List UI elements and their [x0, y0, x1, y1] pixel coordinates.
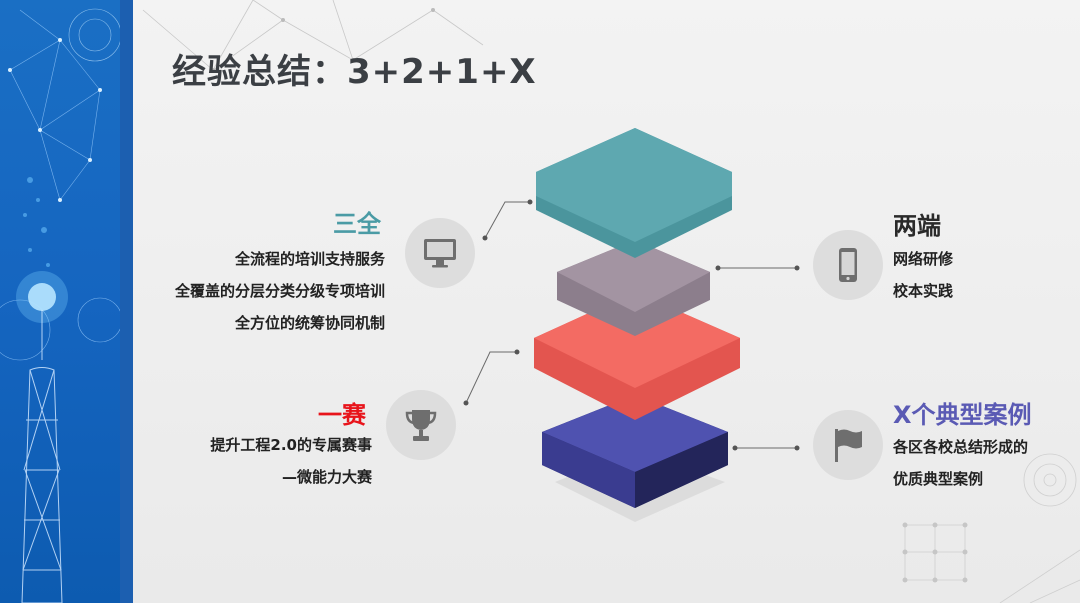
flag-icon-circle: [813, 410, 883, 480]
flag-icon: [835, 429, 862, 462]
left-top-line-3: 全方位的统筹协同机制: [234, 314, 385, 332]
heading-liang-duan: 两端: [893, 212, 941, 240]
monitor-icon-circle: [405, 218, 475, 288]
stack-shadow: [555, 450, 725, 522]
layer-stack: [534, 128, 740, 522]
left-bottom-line-2: —微能力大赛: [281, 468, 372, 486]
layer-gray: [557, 240, 710, 336]
heading-yi-sai: 一赛: [318, 401, 366, 429]
left-top-line-2: 全覆盖的分层分类分级专项培训: [174, 282, 385, 300]
right-bottom-line-1: 各区各校总结形成的: [893, 438, 1029, 456]
heading-x-cases: X个典型案例: [893, 401, 1032, 429]
smartphone-icon-circle: [813, 230, 883, 300]
left-bottom-line-1: 提升工程2.0的专属赛事: [210, 436, 372, 454]
monitor-icon: [424, 239, 456, 268]
left-decor-strip: [120, 0, 133, 603]
smartphone-icon: [839, 248, 857, 282]
page-title: 经验总结：3+2+1+X: [172, 52, 537, 92]
right-top-line-2: 校本实践: [893, 282, 954, 300]
left-top-line-1: 全流程的培训支持服务: [234, 250, 385, 268]
heading-san-quan: 三全: [333, 210, 381, 238]
layer-navy: [542, 395, 728, 508]
right-bottom-line-2: 优质典型案例: [893, 470, 984, 488]
layer-teal: [536, 128, 732, 258]
left-decor-band: [0, 0, 133, 603]
trophy-icon-circle: [386, 390, 456, 460]
network-decor: [0, 8, 123, 603]
right-top-line-1: 网络研修: [893, 250, 954, 268]
layer-coral: [534, 292, 740, 420]
trophy-icon: [405, 410, 437, 441]
